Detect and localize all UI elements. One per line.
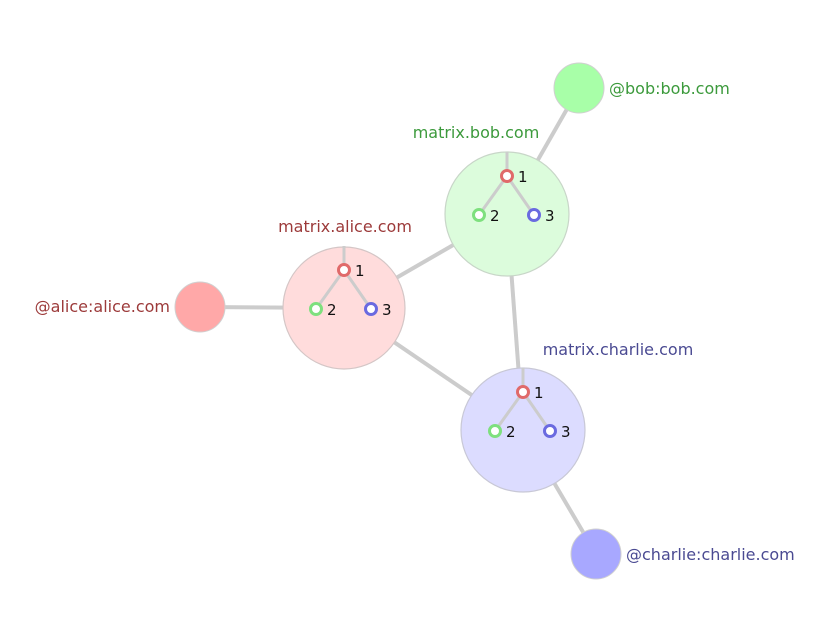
event-edge-1-3 <box>505 175 536 216</box>
event-edge-1-3 <box>342 269 373 310</box>
user-node-alice[interactable] <box>174 281 226 333</box>
user-label-charlie: @charlie:charlie.com <box>626 545 795 564</box>
event-label-1: 1 <box>518 168 528 186</box>
event-label-1: 1 <box>355 262 365 280</box>
user-label-alice: @alice:alice.com <box>35 297 170 316</box>
nodes: 1 2 3 1 2 3 1 2 3 <box>174 62 622 580</box>
event-label-3: 3 <box>561 423 571 441</box>
server-node-bob[interactable]: 1 2 3 <box>444 151 570 277</box>
event-node-2[interactable] <box>309 302 323 316</box>
event-node-2[interactable] <box>472 208 486 222</box>
event-node-1[interactable] <box>516 385 530 399</box>
event-edge-1-3 <box>521 391 552 432</box>
event-node-3[interactable] <box>543 424 557 438</box>
server-label-charlie: matrix.charlie.com <box>543 340 694 359</box>
event-node-3[interactable] <box>364 302 378 316</box>
user-node-bob[interactable] <box>553 62 605 114</box>
event-node-1[interactable] <box>337 263 351 277</box>
event-node-2[interactable] <box>488 424 502 438</box>
event-edge-1-2 <box>314 269 346 310</box>
server-label-bob: matrix.bob.com <box>413 123 540 142</box>
event-label-2: 2 <box>490 207 500 225</box>
user-label-bob: @bob:bob.com <box>609 79 730 98</box>
user-node-charlie[interactable] <box>570 528 622 580</box>
server-node-charlie[interactable]: 1 2 3 <box>460 367 586 493</box>
event-label-2: 2 <box>506 423 516 441</box>
event-node-1[interactable] <box>500 169 514 183</box>
server-label-alice: matrix.alice.com <box>278 217 412 236</box>
event-node-3[interactable] <box>527 208 541 222</box>
server-node-alice[interactable]: 1 2 3 <box>282 246 406 370</box>
event-edge-1-2 <box>477 175 509 216</box>
event-label-2: 2 <box>327 301 337 319</box>
event-label-3: 3 <box>382 301 392 319</box>
event-label-3: 3 <box>545 207 555 225</box>
labels: matrix.alice.com matrix.bob.com matrix.cha… <box>35 79 795 564</box>
event-label-1: 1 <box>534 384 544 402</box>
event-edge-1-2 <box>493 391 525 432</box>
